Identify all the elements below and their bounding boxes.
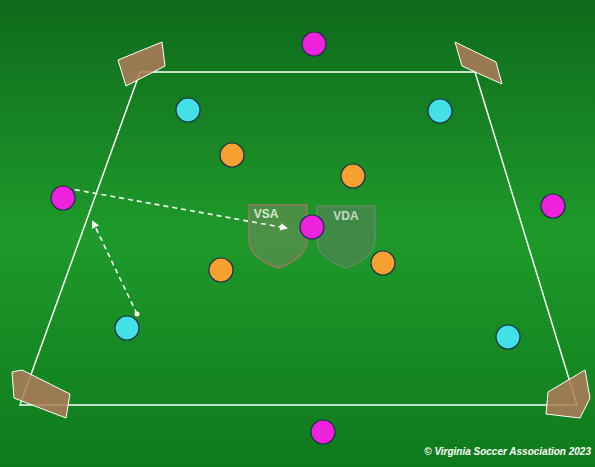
logo-text: VDA [333, 209, 358, 223]
copyright-note: © Virginia Soccer Association 2023 [424, 446, 591, 457]
logo-text: VSA [254, 207, 279, 221]
